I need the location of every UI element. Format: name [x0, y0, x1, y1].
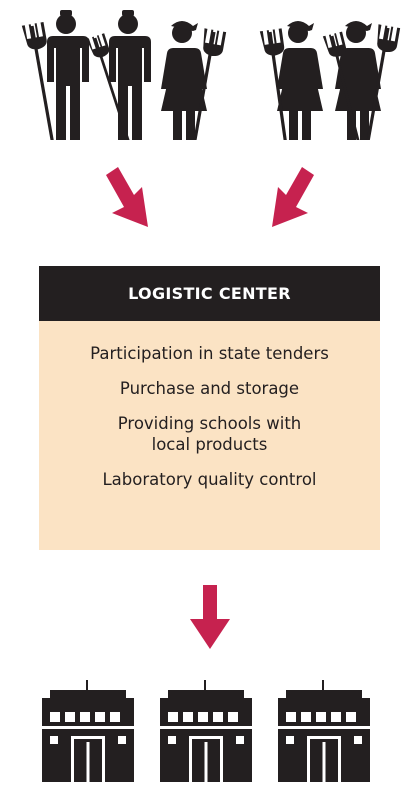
- farmer-man-pitchfork-icon: [86, 10, 151, 140]
- arrow-down-right-icon: [106, 167, 148, 227]
- arrow-down-left-icon: [272, 167, 314, 227]
- logistic-center-activities: Participation in state tenders Purchase …: [39, 321, 380, 550]
- logistic-center-title: LOGISTIC CENTER: [128, 284, 291, 303]
- schools-group: [42, 680, 370, 782]
- logistic-center-header: LOGISTIC CENTER: [39, 266, 380, 321]
- farmer-woman-pitchfork-icon: [161, 21, 227, 140]
- activity-item: Providing schools with local products: [117, 414, 302, 454]
- arrow-down-icon: [190, 585, 230, 649]
- farmers-group: [21, 10, 401, 140]
- farmer-man-pitchfork-icon: [21, 10, 89, 140]
- school-building-icon: [42, 680, 134, 782]
- activity-item: Purchase and storage: [119, 379, 300, 398]
- farmer-woman-pitchfork-icon: [259, 21, 323, 140]
- farmer-woman-pitchfork-icon: [322, 21, 401, 140]
- school-building-icon: [160, 680, 252, 782]
- activity-item: Laboratory quality control: [102, 470, 317, 489]
- activity-item: Participation in state tenders: [90, 344, 329, 363]
- school-building-icon: [278, 680, 370, 782]
- logistic-center-box: LOGISTIC CENTER Participation in state t…: [39, 266, 380, 550]
